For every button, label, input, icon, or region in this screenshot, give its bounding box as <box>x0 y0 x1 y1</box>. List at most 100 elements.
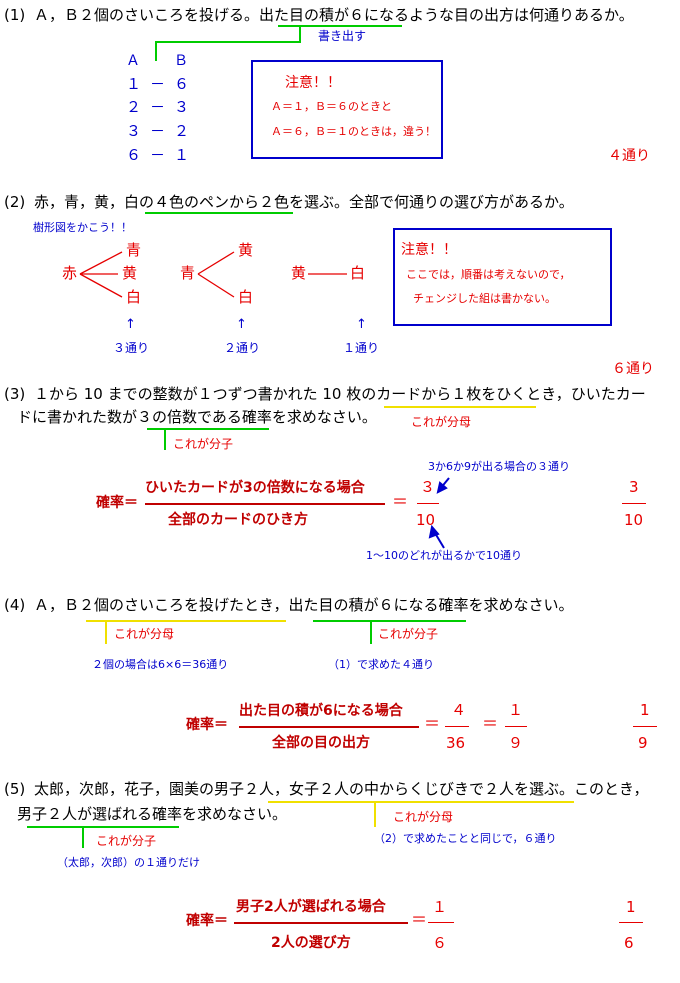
q1-pair-dash: － <box>150 146 166 164</box>
q4-denominator-connector <box>105 620 107 644</box>
q3-number: (3) <box>4 385 26 403</box>
q1-number: (1) <box>4 6 26 24</box>
arrow-head <box>436 481 448 494</box>
q3-note-numerator: これが分子 <box>173 437 234 451</box>
q4-equals-2: ＝ <box>482 714 499 733</box>
q4-num2: １ <box>508 701 524 719</box>
q1-col-b: Ｂ <box>174 53 188 69</box>
q4-frac-bottom: 全部の目の出方 <box>272 735 370 751</box>
q4-answer-num: 1 <box>640 701 650 719</box>
q5-numerator-underline <box>27 826 179 828</box>
q2-caution-box <box>393 228 612 326</box>
q4-num-value: ４ <box>451 701 467 719</box>
q2-answer: ６通り <box>612 361 654 377</box>
q5-den-value: ６ <box>432 934 448 952</box>
q5-note-num-count: （太郎，次郎）の１通りだけ <box>57 856 200 869</box>
q3-numerator-underline <box>147 428 269 430</box>
q2-tree2-leaf: 白 <box>238 288 254 306</box>
q2-count-2: ２通り <box>224 341 261 355</box>
q3-answer-den: 10 <box>624 511 644 529</box>
q2-number: (2) <box>4 193 26 211</box>
q5-frac-bar <box>234 922 408 924</box>
q3-den-value: 10 <box>416 511 436 529</box>
q1-connector <box>299 25 301 42</box>
q5-frac-top: 男子2人が選ばれる場合 <box>236 899 386 915</box>
q2-caution-line2: チェンジした組は書かない。 <box>413 292 556 305</box>
q4-note-num-count: （1）で求めた４通り <box>328 658 434 671</box>
q1-pair-b: ３ <box>174 98 190 116</box>
q1-answer: ４通り <box>608 148 650 164</box>
q2-caution-line1: ここでは，順番は考えないので， <box>406 268 571 281</box>
q1-question-text: Ａ，Ｂ２個のさいころを投げる。出た目の積が６になるような目の出方は何通りあるか。 <box>34 6 634 24</box>
q3-num-value: ３ <box>420 478 436 496</box>
q4-question-text: Ａ，Ｂ２個のさいころを投げたとき，出た目の積が６になる確率を求めなさい。 <box>34 596 574 614</box>
q1-pair-a: ２ <box>126 98 142 116</box>
q3-frac-top: ひいたカードが3の倍数になる場合 <box>145 480 365 496</box>
q4-den-value: 36 <box>446 734 466 752</box>
q4-prob-label: 確率＝ <box>186 717 228 733</box>
q2-tree1-leaf: 青 <box>126 241 142 259</box>
q5-numerator-connector <box>82 826 84 848</box>
q4-frac-top: 出た目の積が6になる場合 <box>239 703 403 719</box>
q2-tree1-leaf: 白 <box>126 288 142 306</box>
q5-number: (5) <box>4 780 26 798</box>
q3-note-den-count: 1～10のどれが出るかで10通り <box>366 549 522 562</box>
branch-line <box>197 251 235 275</box>
q1-pair-b: １ <box>174 146 190 164</box>
branch-line <box>197 273 235 298</box>
q2-tree1-root: 赤 <box>62 264 78 282</box>
q1-underline <box>278 25 402 27</box>
q2-question-text: 赤，青，黄，白の４色のペンから２色を選ぶ。全部で何通りの選び方があるか。 <box>34 193 574 211</box>
q4-frac-bar <box>239 726 419 728</box>
q1-pair-b: ６ <box>174 75 190 93</box>
q4-numerator-connector <box>370 620 372 644</box>
q3-equals: ＝ <box>392 492 409 511</box>
q2-caution-title: 注意！！ <box>401 242 457 258</box>
q1-pair-dash: － <box>150 98 166 116</box>
q2-count-3: １通り <box>343 341 380 355</box>
q5-answer-num: 1 <box>626 898 636 916</box>
q4-note-denominator: これが分母 <box>114 627 175 641</box>
q5-note-den-count: （2）で求めたことと同じで，６通り <box>374 832 557 845</box>
q5-question-line1: 太郎，次郎，花子，園美の男子２人，女子２人の中からくじびきで２人を選ぶ。このとき… <box>34 780 649 798</box>
branch-line <box>79 273 123 298</box>
q1-pair-b: ２ <box>174 122 190 140</box>
q3-question-line1: １から 10 までの整数が１つずつ書かれた 10 枚のカードから１枚をひくとき，… <box>34 385 646 403</box>
q2-tree2-root: 青 <box>180 264 196 282</box>
q5-equals: ＝ <box>411 910 428 929</box>
q2-count-1: ３通り <box>113 341 150 355</box>
q3-note-denominator: これが分母 <box>411 415 472 429</box>
q2-tree1-leaf: 黄 <box>122 264 138 282</box>
q4-answer-den: 9 <box>638 734 648 752</box>
q4-answer-bar <box>633 726 657 727</box>
q1-pair-dash: － <box>150 75 166 93</box>
q1-note-write: 書き出す <box>318 29 367 43</box>
q5-denominator-underline <box>268 801 574 803</box>
branch-line <box>79 251 123 275</box>
q2-note-tree: 樹形図をかこう！！ <box>33 221 132 234</box>
q5-frac-bottom: 2人の選び方 <box>271 935 351 951</box>
q1-caution-line1: Ａ＝１，Ｂ＝６のときと <box>271 100 392 113</box>
q2-tree2-leaf: 黄 <box>238 241 254 259</box>
arrow-head <box>428 524 440 539</box>
q1-bracket-drop <box>155 41 157 61</box>
q5-value-bar <box>428 922 454 923</box>
q3-prob-label: 確率＝ <box>96 495 138 511</box>
q3-answer-num: 3 <box>629 478 639 496</box>
q2-arrow: ↑ <box>356 317 367 332</box>
q1-caution-title: 注意！！ <box>285 75 341 91</box>
q2-arrow: ↑ <box>125 317 136 332</box>
q5-denominator-connector <box>374 801 376 827</box>
q4-number: (4) <box>4 596 26 614</box>
q3-note-num-count: 3か6か9が出る場合の３通り <box>428 460 570 473</box>
q2-tree3-leaf: 白 <box>350 264 366 282</box>
q1-pair-a: ３ <box>126 122 142 140</box>
q3-denominator-underline <box>384 406 536 408</box>
q5-answer-den: 6 <box>624 934 634 952</box>
q1-col-a: Ａ <box>126 53 140 69</box>
q3-frac-bottom: 全部のカードのひき方 <box>168 512 308 528</box>
q4-note-den-count: ２個の場合は6×6＝36通り <box>92 658 229 671</box>
q1-bracket <box>155 41 301 43</box>
q3-numerator-connector <box>164 428 166 450</box>
